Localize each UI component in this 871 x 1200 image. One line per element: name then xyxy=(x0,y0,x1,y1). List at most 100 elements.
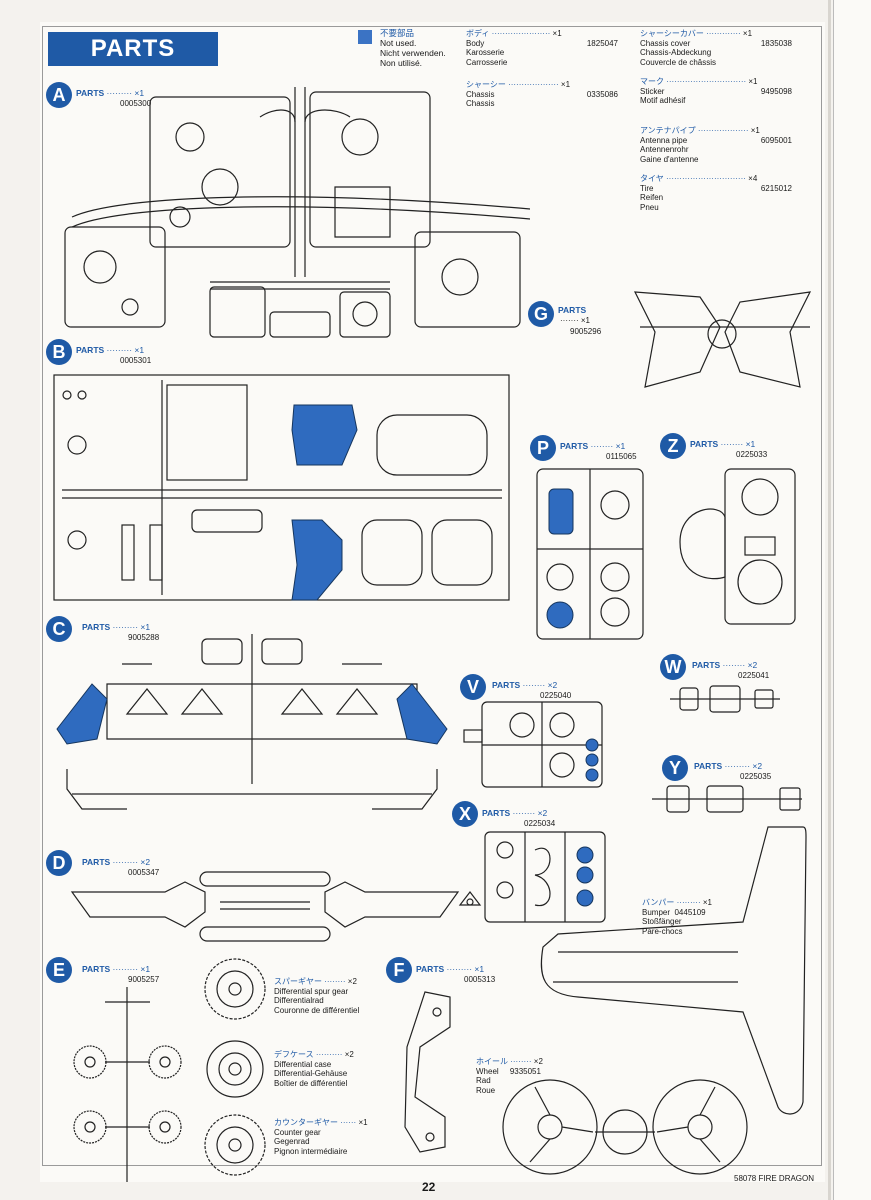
parts-qty: ×1 xyxy=(140,964,151,974)
parts-e-label: PARTS ········· ×1 xyxy=(82,964,151,974)
wheel-fr: Roue xyxy=(476,1085,496,1095)
spare-de: Antennenrohr xyxy=(640,145,689,154)
wheel-drawings xyxy=(502,1079,748,1175)
parts-qty: ×1 xyxy=(134,345,145,355)
gear-fr: Couronne de différentiel xyxy=(274,1005,360,1015)
parts-c-label: PARTS ········· ×1 xyxy=(82,622,151,632)
spare-fr: Gaine d'antenne xyxy=(640,154,699,164)
wheel-de: Rad xyxy=(476,1076,491,1085)
blue-part-c4 xyxy=(56,683,108,745)
parts-v-label: PARTS ········ ×2 xyxy=(492,680,558,690)
parts-b-code: 0005301 xyxy=(120,356,152,365)
parts-f-label: PARTS ········· ×1 xyxy=(416,964,485,974)
parts-qty: ×1 xyxy=(474,964,485,974)
spare-qty: ×1 xyxy=(750,126,760,135)
parts-z-code: 0225033 xyxy=(736,450,768,459)
parts-v-code: 0225040 xyxy=(540,691,572,700)
parts-f-badge: F xyxy=(386,957,412,983)
legend-en: Not used. xyxy=(380,38,417,48)
spare-jp: アンテナパイプ xyxy=(640,126,696,135)
parts-w-label: PARTS ········ ×2 xyxy=(692,660,758,670)
parts-qty: ×2 xyxy=(537,808,548,818)
parts-label: PARTS xyxy=(76,345,105,355)
bumper-drawing xyxy=(540,826,807,1115)
parts-label: PARTS xyxy=(694,761,723,771)
gear-jp: スパーギヤー xyxy=(274,977,322,986)
spare-qty: ×1 xyxy=(742,29,753,38)
parts-qty: ×2 xyxy=(747,660,758,670)
parts-x-badge: X xyxy=(452,801,478,827)
spare-jp: シャーシー xyxy=(466,80,506,89)
page-frame xyxy=(42,26,822,1166)
parts-v-tree xyxy=(463,701,603,788)
gear-en: Differential case xyxy=(274,1059,332,1069)
gear-jp: カウンターギヤー xyxy=(274,1118,338,1127)
spare-chassis: シャーシー ··················· ×1 Chassis Cha… xyxy=(466,80,618,108)
parts-qty: ×1 xyxy=(745,439,756,449)
parts-e-code: 9005257 xyxy=(128,975,160,984)
spare-chassis-cover: シャーシーカバー ············· ×1 Chassis cover … xyxy=(640,29,792,67)
parts-w-tree xyxy=(670,685,780,713)
spare-jp: シャーシーカバー xyxy=(640,29,704,38)
spare-fr: Carrosserie xyxy=(466,57,508,67)
bumper-code: 0445109 xyxy=(674,907,706,917)
spare-en: Sticker xyxy=(640,86,665,96)
parts-c-badge: C xyxy=(46,616,72,642)
parts-label: PARTS xyxy=(692,660,721,670)
parts-p-label: PARTS ········ ×1 xyxy=(560,441,626,451)
bumper-en: Bumper xyxy=(642,907,671,917)
model-footer: 58078 FIRE DRAGON xyxy=(734,1174,815,1183)
parts-a-tree xyxy=(64,87,531,338)
parts-qty: ×2 xyxy=(140,857,151,867)
parts-page: PARTS 不要部品 Not used. Nicht verwenden. No… xyxy=(40,22,825,1194)
parts-qty: ×1 xyxy=(615,441,626,451)
parts-y-tree xyxy=(652,785,802,813)
parts-g-badge: G xyxy=(528,301,554,327)
parts-qty: ×1 xyxy=(134,88,145,98)
spare-en: Antenna pipe xyxy=(640,135,688,145)
parts-label: PARTS xyxy=(82,622,111,632)
parts-v-badge: V xyxy=(460,674,486,700)
bumper-jp: バンパー xyxy=(642,898,675,907)
parts-c-tree xyxy=(56,634,448,810)
parts-d-code: 0005347 xyxy=(128,868,160,877)
parts-b-badge: B xyxy=(46,339,72,365)
spare-qty: ×4 xyxy=(748,174,758,183)
spare-jp: マーク xyxy=(640,77,664,86)
parts-x-code: 0225034 xyxy=(524,819,556,828)
parts-label: PARTS xyxy=(690,439,719,449)
gear-de: Differentialrad xyxy=(274,996,324,1005)
parts-b-tree xyxy=(53,374,510,601)
blue-part-16 xyxy=(291,519,343,601)
spare-code: 6215012 xyxy=(760,183,792,193)
parts-qty: ×1 xyxy=(140,622,151,632)
gear-qty: ×2 xyxy=(347,977,357,986)
page-number: 22 xyxy=(422,1180,436,1194)
gear-fr: Pignon intermédiaire xyxy=(274,1146,348,1156)
gear-de: Gegenrad xyxy=(274,1137,310,1146)
parts-qty: ×1 xyxy=(580,316,590,325)
parts-d-tree xyxy=(70,871,460,942)
parts-w-code: 0225041 xyxy=(738,671,770,680)
parts-x-tree xyxy=(458,831,606,923)
legend-de: Nicht verwenden. xyxy=(380,48,446,58)
legend-jp: 不要部品 xyxy=(380,28,415,38)
parts-e-tree xyxy=(73,987,182,1182)
spare-de: Reifen xyxy=(640,193,664,202)
gear-fr: Boîtier de différentiel xyxy=(274,1078,348,1088)
wheel-code: 9335051 xyxy=(509,1066,541,1076)
spare-en: Chassis xyxy=(466,89,495,99)
page-fold xyxy=(828,0,831,1200)
parts-label: PARTS xyxy=(82,964,111,974)
bumper-qty: ×1 xyxy=(702,898,712,907)
spare-jp: タイヤ xyxy=(640,174,664,183)
parts-y-badge: Y xyxy=(662,755,688,781)
blue-part-p7 xyxy=(546,601,574,629)
blue-part-p3 xyxy=(548,488,574,535)
parts-p-badge: P xyxy=(530,435,556,461)
parts-f-code: 0005313 xyxy=(464,975,496,984)
wheel-jp: ホイール xyxy=(476,1057,508,1066)
parts-a-label: PARTS ········· ×1 xyxy=(76,88,145,98)
blue-part-12 xyxy=(291,404,358,466)
gear-drawings xyxy=(204,958,266,1176)
